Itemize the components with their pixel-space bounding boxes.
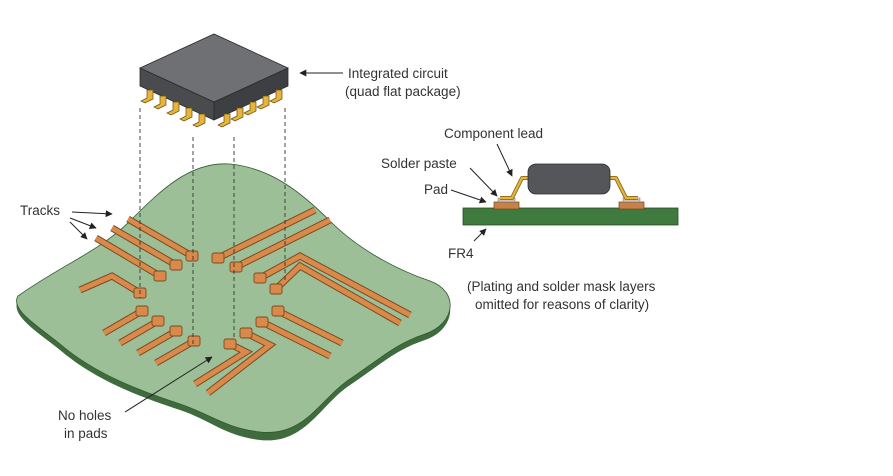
ic-leads [140,89,283,128]
component-body [527,163,611,195]
ic-lead [256,95,270,110]
solder-pad [271,305,285,317]
board-top [16,163,451,433]
tracks-arrow [69,221,88,240]
solder-pad [169,325,183,337]
fr4-arrow [473,228,487,242]
solder-pad [135,305,149,317]
pad-label: Pad [424,182,448,197]
ic-top [139,33,289,103]
ic-lead [269,89,283,104]
no-holes-label-line2: in pads [64,426,108,441]
tracks-label: Tracks [20,203,60,218]
fr4-label: FR4 [448,246,474,261]
solder-pad [151,315,165,327]
component-lead-right-inner [606,176,638,200]
solder-paste-arrow [469,167,498,197]
solder-pad [169,259,183,271]
ic-lead [153,95,167,110]
pad-arrow [450,189,487,204]
pad-right [618,201,645,210]
solder-pad [255,316,269,328]
ic-lead [140,89,154,104]
pad-left [493,201,520,210]
note-line1: (Plating and solder mask layers [467,279,656,294]
copper-tracks [78,206,412,396]
copper-track [94,235,162,279]
no-holes-label-line1: No holes [58,408,112,423]
solder-pad [153,270,167,282]
ic-label-line1: Integrated circuit [348,66,448,81]
solder-pad [211,252,225,264]
copper-track [258,253,412,318]
copper-track [206,330,275,395]
qfp-ic [139,33,289,128]
ic-lead [179,107,193,122]
tracks-arrow [69,217,97,230]
solder-pad [187,335,201,347]
copper-track [78,273,142,296]
tracks-arrows [69,210,113,240]
copper-track [274,262,402,326]
ic-lead [243,101,257,116]
solder-pad [253,272,267,284]
cross-section [462,163,679,226]
copper-track [260,319,332,359]
solder-paste-label: Solder paste [381,156,457,171]
copper-track [126,216,194,259]
fr4-board [462,207,679,226]
solder-pad [185,250,199,262]
copper-track [276,308,344,346]
projection-lines [139,108,286,345]
ic-lead [192,113,206,128]
note-line2: omitted for reasons of clarity) [475,297,649,312]
copper-track [110,225,178,268]
ic-lead [217,113,231,128]
solder-pad [229,261,243,273]
ic-lead [230,107,244,122]
ic-label-line2: (quad flat package) [345,84,461,99]
component-lead-label: Component lead [444,126,543,141]
tracks-arrow [71,210,113,218]
solder-pad [269,283,283,295]
component-lead-left-inner [500,176,532,200]
solder-pad [223,338,237,350]
copper-track [234,217,332,270]
component-lead-arrow [496,143,513,177]
ic-lead [166,101,180,116]
no-holes-arrow [124,356,213,413]
solder-pad [239,327,253,339]
